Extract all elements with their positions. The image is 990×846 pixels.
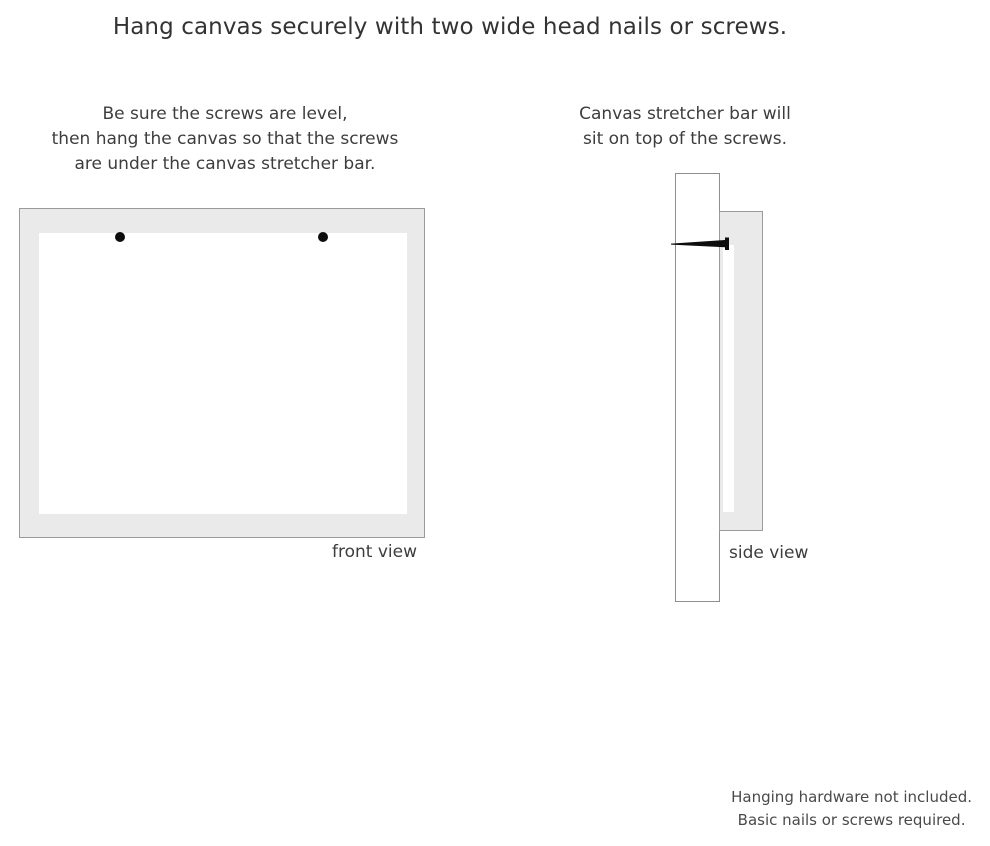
footer-line-1: Hanging hardware not included. — [731, 788, 972, 806]
screw-dot-left-icon — [115, 232, 125, 242]
front-view-instruction-line-2: then hang the canvas so that the screws — [51, 129, 399, 149]
footer-note: Hanging hardware not included. Basic nai… — [731, 786, 972, 832]
page-title: Hang canvas securely with two wide head … — [112, 14, 788, 40]
canvas-face — [39, 233, 407, 514]
front-view-instruction-line-3: are under the canvas stretcher bar. — [74, 154, 376, 174]
front-view-label: front view — [332, 542, 417, 562]
side-view-canvas-edge — [723, 245, 734, 512]
side-view-instructions: Canvas stretcher bar will sit on top of … — [545, 102, 825, 152]
nail-icon — [671, 236, 735, 252]
screw-dot-right-icon — [318, 232, 328, 242]
side-view-label: side view — [729, 543, 809, 563]
front-view-instructions: Be sure the screws are level, then hang … — [20, 102, 430, 177]
footer-line-2: Basic nails or screws required. — [737, 811, 966, 829]
front-view-instruction-line-1: Be sure the screws are level, — [102, 104, 348, 124]
side-view-instruction-line-1: Canvas stretcher bar will — [579, 104, 791, 124]
side-view-instruction-line-2: sit on top of the screws. — [582, 129, 788, 149]
front-view-diagram — [19, 208, 425, 538]
